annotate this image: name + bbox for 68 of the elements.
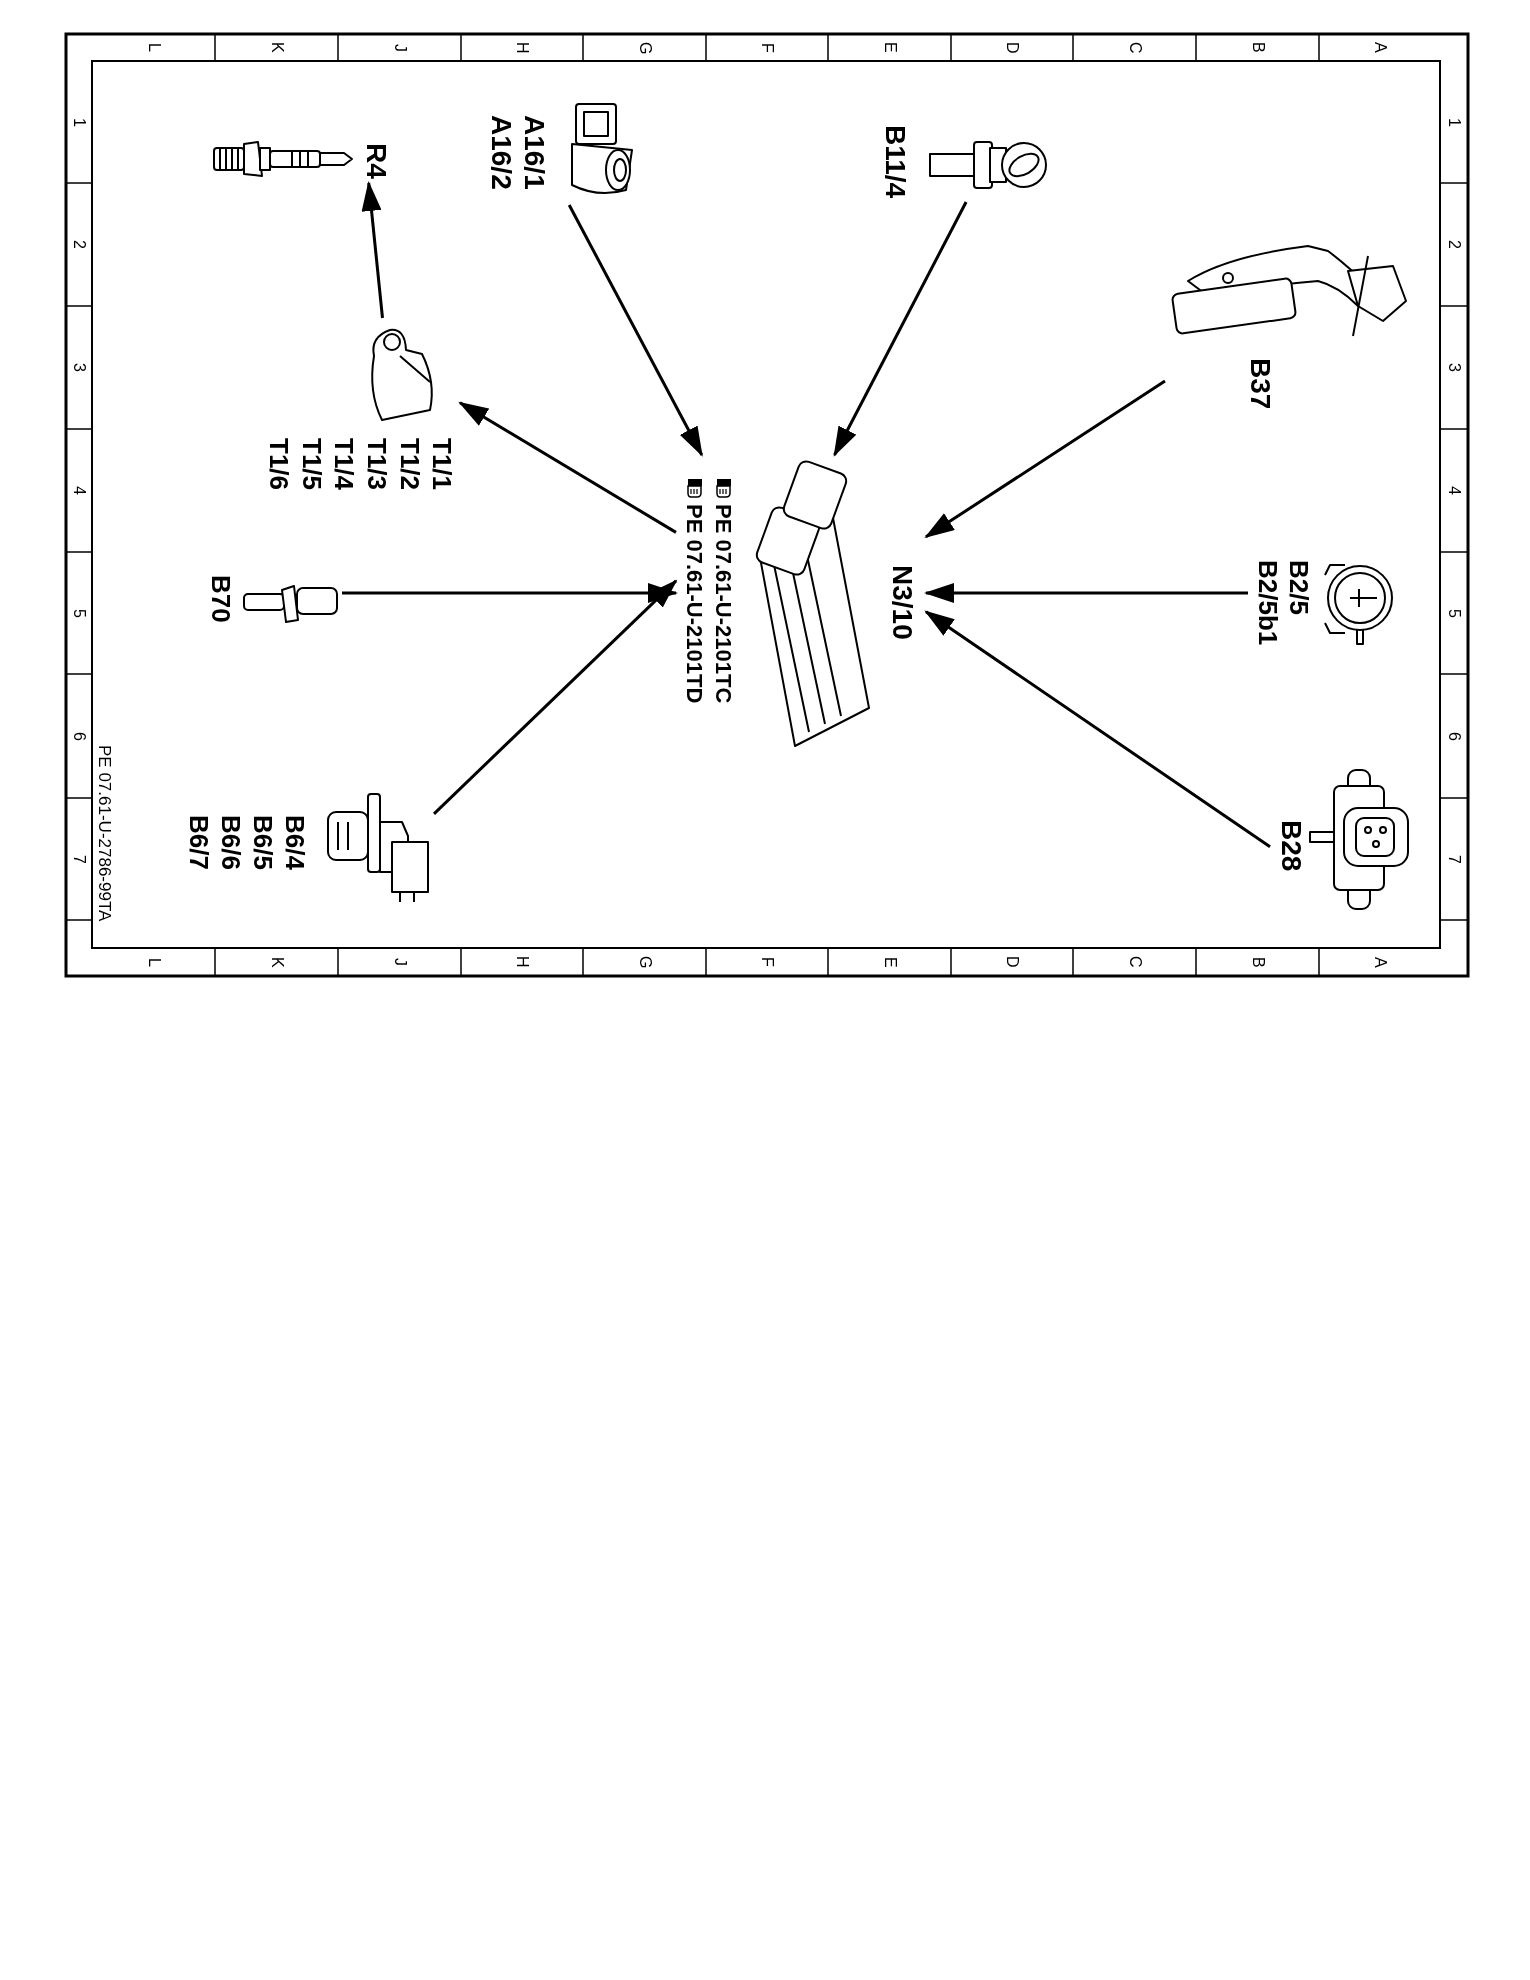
- grid-reference: 6: [1446, 731, 1462, 741]
- grid-reference: G: [636, 956, 653, 969]
- grid-reference: A: [1371, 956, 1388, 968]
- grid-reference: 7: [1446, 854, 1462, 864]
- grid-reference: H: [514, 956, 530, 968]
- component-label: T1/5: [296, 438, 328, 491]
- grid-reference: 6: [71, 731, 87, 741]
- grid-reference: H: [514, 41, 530, 54]
- grid-reference: 5: [1446, 608, 1462, 618]
- drawing-number: PE 07.61-U-2786-99TA: [95, 745, 113, 922]
- component-label: B6/6: [215, 815, 247, 870]
- grid-reference: 2: [71, 240, 87, 249]
- grid-reference: L: [145, 43, 162, 52]
- grid-reference: 7: [71, 854, 87, 864]
- grid-reference: K: [268, 42, 285, 53]
- grid-reference: F: [759, 957, 775, 967]
- component-label: T1/4: [328, 438, 360, 491]
- component-label: T1/6: [263, 438, 295, 491]
- component-label: B6/5: [247, 815, 279, 870]
- arrow: [361, 181, 384, 319]
- component-label: B2/5b1: [1252, 560, 1283, 646]
- grid-reference: 4: [1446, 486, 1462, 495]
- grid-reference: 1: [1446, 117, 1462, 127]
- grid-reference: K: [268, 956, 285, 968]
- grid-reference: L: [145, 957, 162, 967]
- component-label: B70: [205, 575, 237, 623]
- grid-reference: 1: [71, 117, 87, 127]
- grid-reference: B: [1249, 956, 1266, 968]
- arrow: [458, 401, 677, 534]
- grid-reference: 3: [1446, 363, 1462, 372]
- component-label: T1/1: [426, 438, 458, 491]
- component-label: T1/2: [394, 438, 426, 491]
- grid-reference: 5: [71, 608, 87, 618]
- grid-reference: F: [759, 42, 775, 53]
- arrow: [833, 201, 968, 457]
- grid-reference: D: [1004, 956, 1020, 968]
- component-label: A16/1: [518, 115, 551, 190]
- component-label: A16/2: [485, 115, 518, 190]
- grid-reference: C: [1126, 956, 1143, 968]
- grid-reference: J: [391, 43, 408, 52]
- arrow: [924, 379, 1166, 539]
- arrow: [342, 583, 678, 603]
- component-label: N3/10: [886, 565, 919, 640]
- component-label: T1/3: [361, 438, 393, 491]
- grid-reference: 3: [71, 363, 87, 372]
- grid-reference: A: [1371, 42, 1388, 53]
- grid-reference: E: [881, 42, 898, 53]
- grid-reference: E: [881, 956, 898, 968]
- grid-reference: D: [1004, 41, 1020, 54]
- arrow: [924, 610, 1271, 849]
- grid-reference: 4: [71, 486, 87, 495]
- component-label: B6/7: [183, 815, 215, 870]
- component-label: B6/4: [279, 815, 311, 870]
- component-label: B2/5: [1283, 560, 1314, 615]
- component-label: PE 07.61-U-2101TC: [710, 504, 737, 704]
- component-label: B37: [1244, 358, 1277, 410]
- grid-reference: C: [1126, 41, 1143, 54]
- arrow: [432, 579, 678, 815]
- component-label: PE 07.61-U-2101TD: [681, 504, 708, 704]
- grid-reference: B: [1249, 42, 1266, 53]
- arrow: [567, 204, 704, 457]
- grid-reference: 2: [1446, 240, 1462, 249]
- component-label: B28: [1275, 820, 1308, 872]
- grid-reference: J: [391, 958, 408, 966]
- component-label: B11/4: [879, 125, 912, 199]
- component-label: R4: [360, 143, 393, 179]
- arrow: [924, 583, 1248, 603]
- grid-reference: G: [636, 41, 653, 54]
